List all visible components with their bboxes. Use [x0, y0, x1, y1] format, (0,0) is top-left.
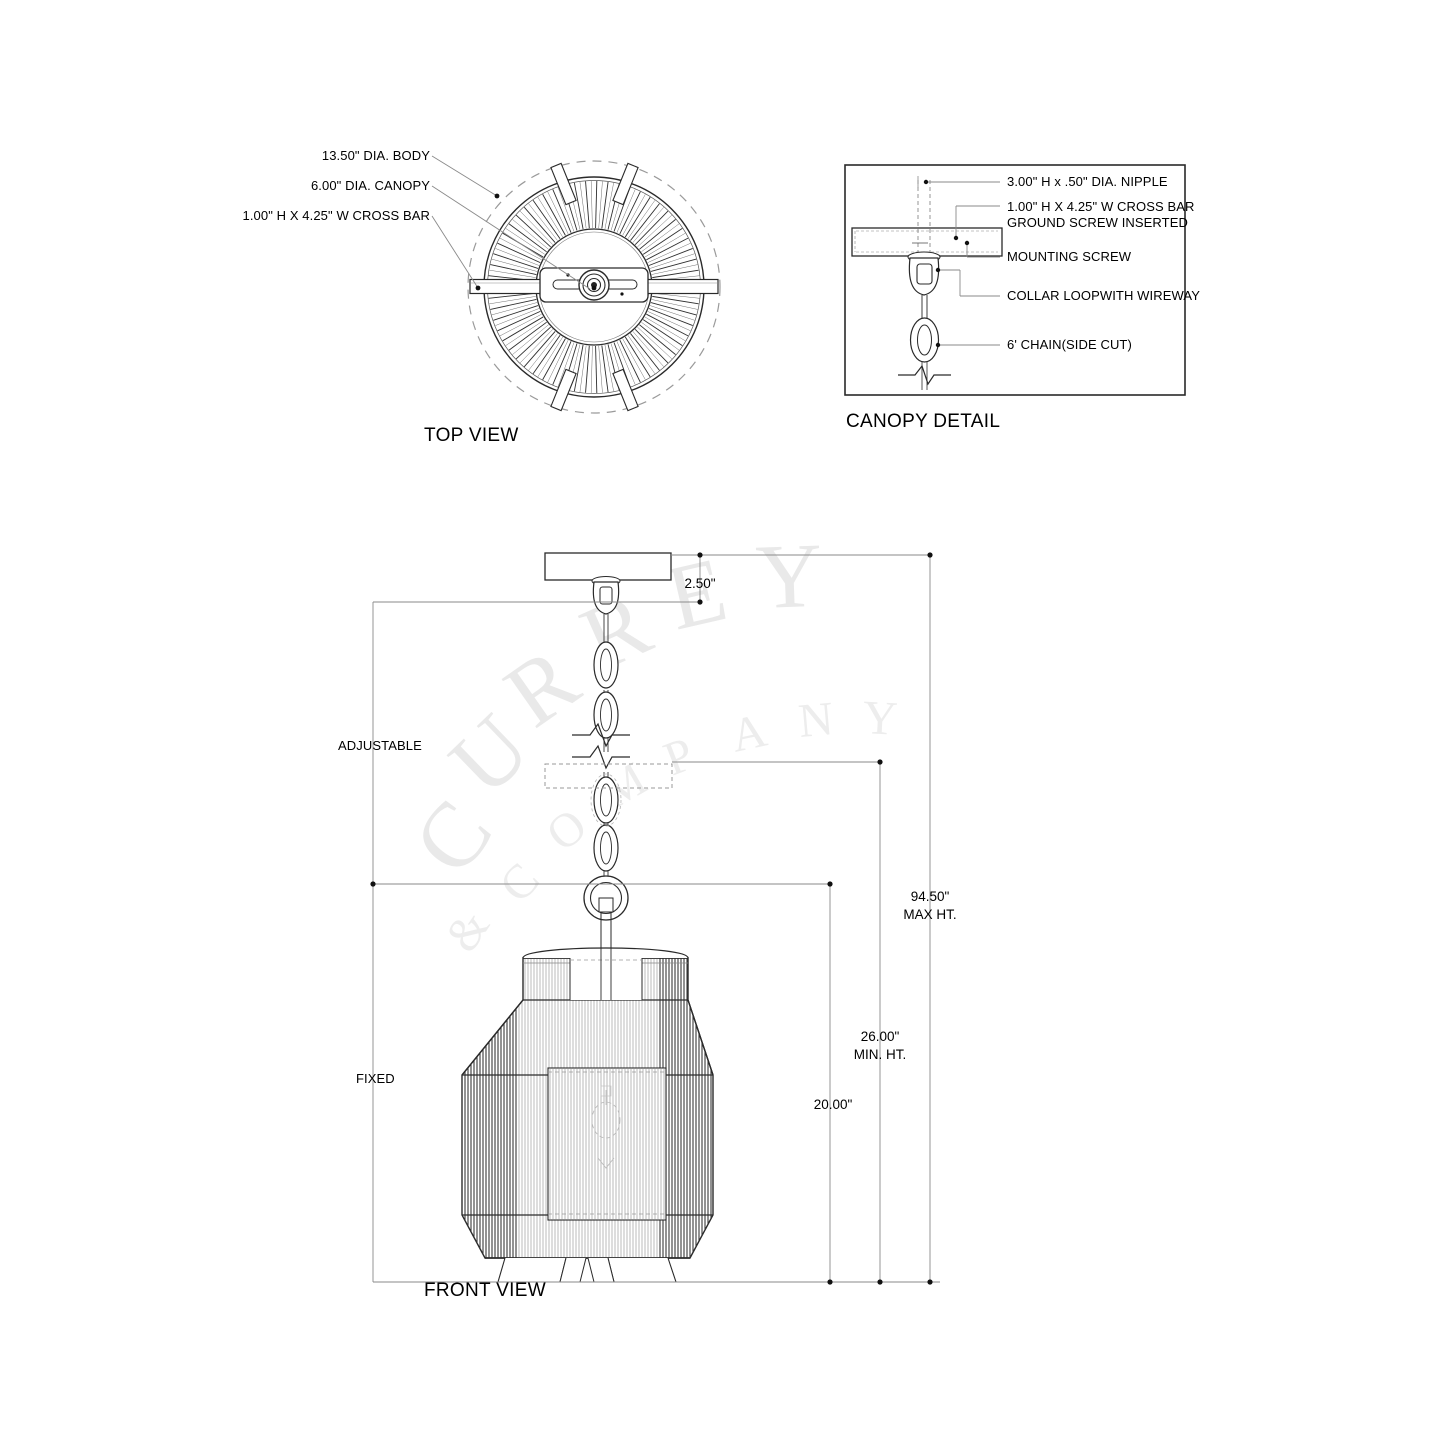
dimension-26-00-value: 26.00"	[860, 1029, 900, 1044]
dimension-94-50-max: 94.50" MAX HT.	[872, 888, 988, 923]
dimension-26-00-note: MIN. HT.	[853, 1046, 907, 1062]
top-view-title: TOP VIEW	[424, 425, 519, 446]
dimension-2-50: 2.50"	[684, 576, 716, 591]
top-view-callout-body: 13.50" DIA. BODY	[321, 148, 430, 163]
svg-text:N: N	[796, 692, 835, 748]
dimension-94-50-value: 94.50"	[910, 889, 950, 904]
dimension-26-00-min: 26.00" MIN. HT.	[822, 1028, 938, 1063]
canopy-callout-crossbar: 1.00" H X 4.25" W CROSS BAR GROUND SCREW…	[1007, 199, 1195, 231]
canopy-callout-nipple: 3.00" H x .50" DIA. NIPPLE	[1007, 174, 1168, 189]
canopy-detail-title: CANOPY DETAIL	[846, 411, 1001, 432]
canopy-detail-drawing	[844, 164, 1186, 396]
dimension-20-00: 20.00"	[813, 1097, 853, 1112]
svg-text:A: A	[726, 704, 771, 763]
dimension-lines	[372, 554, 940, 1283]
top-view-callout-canopy: 6.00" DIA. CANOPY	[310, 178, 430, 193]
front-view-drawing	[461, 552, 714, 1283]
front-view-title: FRONT VIEW	[424, 1280, 546, 1301]
svg-text:&: &	[435, 901, 500, 962]
canopy-callout-collar-loop: COLLAR LOOPWITH WIREWAY	[1007, 288, 1200, 303]
svg-text:O: O	[537, 799, 597, 862]
svg-text:Y: Y	[754, 524, 824, 628]
dimension-endpoints	[370, 552, 933, 1285]
svg-text:P: P	[657, 727, 701, 786]
svg-text:C: C	[489, 853, 550, 913]
top-view-drawing	[431, 155, 721, 414]
front-view-label-fixed: FIXED	[356, 1071, 395, 1086]
canopy-callout-mounting-screw: MOUNTING SCREW	[1007, 249, 1132, 264]
canopy-callout-chain: 6' CHAIN(SIDE CUT)	[1007, 337, 1132, 352]
front-view-label-adjustable: ADJUSTABLE	[338, 738, 422, 753]
svg-text:Y: Y	[861, 691, 898, 746]
top-view-callout-crossbar: 1.00" H X 4.25" W CROSS BAR	[242, 208, 430, 223]
dimension-94-50-note: MAX HT.	[903, 906, 957, 922]
